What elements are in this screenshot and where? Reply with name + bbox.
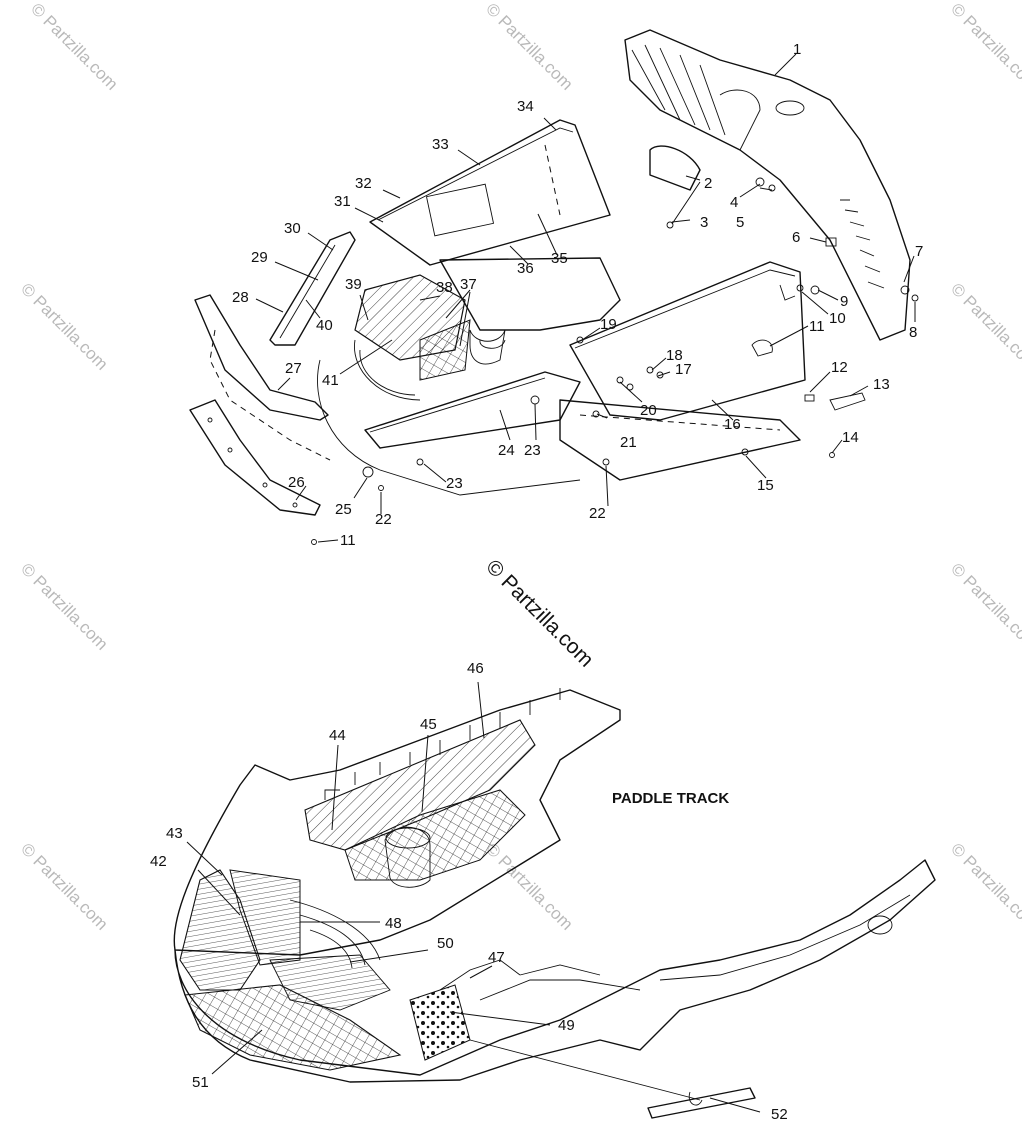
- section-label: PADDLE TRACK: [612, 790, 729, 807]
- watermark: © Partzilla.com: [947, 0, 1022, 94]
- callout-12: 12: [831, 359, 848, 376]
- callout-23-b: 23: [446, 475, 463, 492]
- callout-44: 44: [329, 727, 346, 744]
- callout-30: 30: [284, 220, 301, 237]
- callout-18: 18: [666, 347, 683, 364]
- center-watermark: © Partzilla.com: [481, 555, 597, 671]
- callout-40: 40: [316, 317, 333, 334]
- callout-38: 38: [436, 279, 453, 296]
- callout-43: 43: [166, 825, 183, 842]
- watermark: © Partzilla.com: [947, 559, 1022, 653]
- callout-23: 23: [524, 442, 541, 459]
- callout-11: 11: [809, 318, 825, 335]
- callout-33: 33: [432, 136, 449, 153]
- callout-51: 51: [192, 1074, 209, 1091]
- watermark: © Partzilla.com: [17, 279, 111, 373]
- watermark: © Partzilla.com: [482, 0, 576, 94]
- callout-32: 32: [355, 175, 372, 192]
- callout-8: 8: [909, 324, 917, 341]
- callout-52: 52: [771, 1106, 788, 1123]
- callout-16: 16: [724, 416, 741, 433]
- callout-24: 24: [498, 442, 515, 459]
- callout-17: 17: [675, 361, 692, 378]
- callout-9: 9: [840, 293, 848, 310]
- callout-21: 21: [620, 434, 637, 451]
- callout-50: 50: [437, 935, 454, 952]
- callout-11-b: 11: [340, 532, 356, 549]
- callout-48: 48: [385, 915, 402, 932]
- callout-1: 1: [793, 41, 801, 58]
- watermark: © Partzilla.com: [947, 839, 1022, 933]
- callout-49: 49: [558, 1017, 575, 1034]
- callout-45: 45: [420, 716, 437, 733]
- watermark-layer: © Partzilla.com © Partzilla.com © Partzi…: [17, 0, 1022, 934]
- callout-35: 35: [551, 250, 568, 267]
- callout-34: 34: [517, 98, 534, 115]
- callout-22-b: 22: [375, 511, 392, 528]
- callout-29: 29: [251, 249, 268, 266]
- callout-3: 3: [700, 214, 708, 231]
- callout-20: 20: [640, 402, 657, 419]
- callout-4: 4: [730, 194, 738, 211]
- callout-41: 41: [322, 372, 339, 389]
- callout-10: 10: [829, 310, 846, 327]
- callout-39: 39: [345, 276, 362, 293]
- watermark: © Partzilla.com: [27, 0, 121, 94]
- watermark: © Partzilla.com: [482, 839, 576, 933]
- top-exploded-view: [189, 29, 919, 545]
- callout-7: 7: [915, 243, 923, 260]
- callout-19: 19: [600, 316, 617, 333]
- callout-13: 13: [873, 376, 890, 393]
- bottom-paddle-track-view: [173, 688, 936, 1119]
- callout-47: 47: [488, 949, 505, 966]
- callout-46: 46: [467, 660, 484, 677]
- watermark: © Partzilla.com: [17, 839, 111, 933]
- watermark: © Partzilla.com: [947, 279, 1022, 373]
- callout-15: 15: [757, 477, 774, 494]
- callout-28: 28: [232, 289, 249, 306]
- callout-6: 6: [792, 229, 800, 246]
- callout-37: 37: [460, 276, 477, 293]
- callout-31: 31: [334, 193, 351, 210]
- callout-5: 5: [736, 214, 744, 231]
- callout-42: 42: [150, 853, 167, 870]
- callout-27: 27: [285, 360, 302, 377]
- callout-36: 36: [517, 260, 534, 277]
- callout-26: 26: [288, 474, 305, 491]
- leader-lines: [186, 53, 916, 1113]
- callout-2: 2: [704, 175, 712, 192]
- callout-14: 14: [842, 429, 859, 446]
- callout-25: 25: [335, 501, 352, 518]
- callout-22: 22: [589, 505, 606, 522]
- watermark: © Partzilla.com: [17, 559, 111, 653]
